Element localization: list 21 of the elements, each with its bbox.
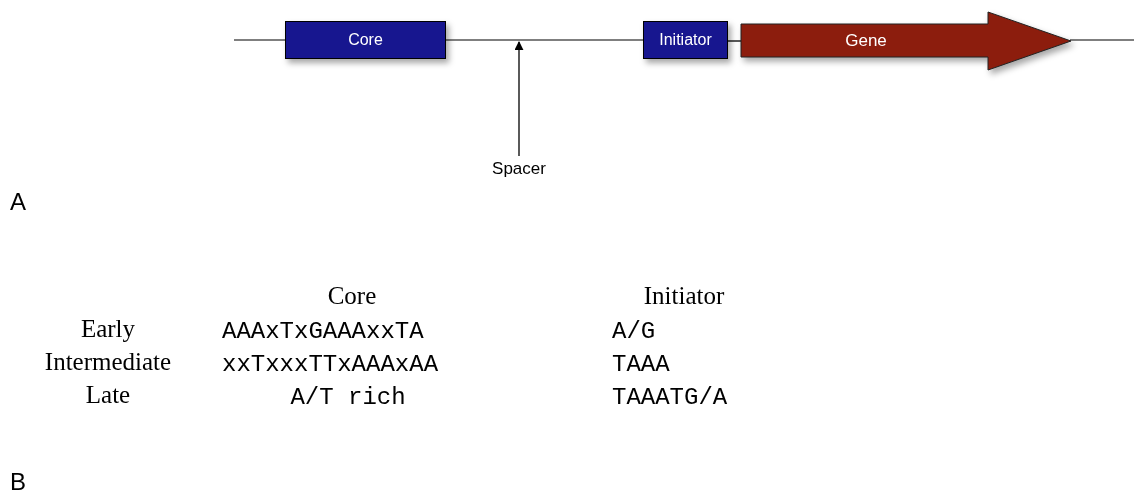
region-label: Core [348,31,383,49]
row-header: Early [80,315,136,343]
dna-line [727,40,742,42]
region-label: Initiator [659,31,712,49]
leader-arrow [514,41,524,157]
panel-letter: B [10,468,26,494]
sequence-text: TAAATG/A [612,384,728,411]
sequence-text: AAAxTxGAAAxxTA [222,318,424,345]
region-label: Gene [845,31,887,51]
column-header: Core [327,282,377,310]
panel-letter: A [10,188,26,216]
row-header: Late [85,381,131,409]
sequence-text: xxTxxxTTxAAAxAA [222,351,439,378]
initiator-region-box [643,21,728,59]
sequence-text: TAAA [612,351,670,378]
sequence-text: A/T rich [290,384,406,411]
callout-label: Spacer [492,159,546,179]
sequence-text: A/G [612,318,656,345]
column-header: Initiator [643,282,725,310]
core-region-box [285,21,446,59]
row-header: Intermediate [44,348,172,376]
